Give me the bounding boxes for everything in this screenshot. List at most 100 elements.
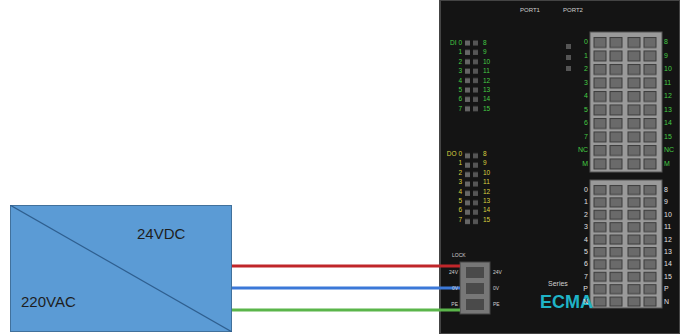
power-pin-label: PE xyxy=(451,302,458,307)
power-wire xyxy=(232,309,460,312)
output-led-label: 11 xyxy=(483,179,490,186)
terminal-number: N xyxy=(583,298,588,305)
terminal-number: NC xyxy=(664,146,674,153)
input-led-label: 5 xyxy=(458,87,462,94)
power-pin-label: 0V xyxy=(452,286,458,291)
output-led-label: 15 xyxy=(483,217,490,224)
terminal-number: 11 xyxy=(664,79,671,86)
input-led-label: 7 xyxy=(458,106,462,113)
output-led-label: 12 xyxy=(483,189,490,196)
power-pin-label: PE xyxy=(493,302,500,307)
input-led-label: 10 xyxy=(483,59,490,66)
input-led-label: 1 xyxy=(458,49,462,56)
terminal-screws xyxy=(592,36,660,171)
terminal-number: 7 xyxy=(584,133,588,140)
terminal-number: 10 xyxy=(664,65,672,72)
terminal-number: 12 xyxy=(664,92,672,99)
port-led xyxy=(566,55,571,60)
terminal-number: 3 xyxy=(584,79,588,86)
input-led-label: 8 xyxy=(483,40,487,47)
terminal-number: 13 xyxy=(664,248,672,255)
terminal-number: 7 xyxy=(584,273,588,280)
output-led-label: 6 xyxy=(458,207,462,214)
output-led-label: 1 xyxy=(458,160,462,167)
input-led-label: 2 xyxy=(458,59,462,66)
plc-housing xyxy=(440,0,680,334)
lock-label: LOCK xyxy=(452,253,466,258)
terminal-number: 0 xyxy=(584,38,588,45)
input-led-label: 14 xyxy=(483,96,490,103)
terminal-number: 5 xyxy=(584,248,588,255)
terminal-number: 14 xyxy=(664,119,672,126)
port-led xyxy=(566,66,571,71)
output-led-label: 3 xyxy=(458,179,462,186)
terminal-number: 6 xyxy=(584,119,588,126)
input-led-label: 6 xyxy=(458,96,462,103)
terminal-number: 8 xyxy=(664,38,668,45)
output-led-label: 2 xyxy=(458,170,462,177)
terminal-number: P xyxy=(664,285,669,292)
output-led-label: 10 xyxy=(483,170,490,177)
input-led-label: 11 xyxy=(483,68,490,75)
terminal-number: N xyxy=(664,298,669,305)
terminal-number: 0 xyxy=(584,186,588,193)
output-led-label: 7 xyxy=(458,217,462,224)
input-led-label: 4 xyxy=(458,78,462,85)
port-led xyxy=(566,44,571,49)
series-label: Series xyxy=(548,280,568,287)
terminal-number: 11 xyxy=(664,223,671,230)
terminal-number: 13 xyxy=(664,106,672,113)
terminal-number: 1 xyxy=(584,52,588,59)
power-pin-label: 24V xyxy=(493,270,502,275)
led-column xyxy=(464,150,480,225)
connector-pin xyxy=(466,283,484,294)
terminal-number: 9 xyxy=(664,198,668,205)
terminal-number: 8 xyxy=(664,186,668,193)
output-led-label: 4 xyxy=(458,189,462,196)
output-led-label: 5 xyxy=(458,198,462,205)
terminal-block xyxy=(590,32,662,172)
terminal-number: M xyxy=(582,160,588,167)
terminal-number: P xyxy=(583,285,588,292)
input-led-label: DI 0 xyxy=(450,40,462,47)
diagonal-divider xyxy=(10,205,232,332)
terminal-number: 4 xyxy=(584,92,588,99)
terminal-number: 2 xyxy=(584,211,588,218)
input-led-label: 3 xyxy=(458,68,462,75)
terminal-number: 2 xyxy=(584,65,588,72)
terminal-number: 15 xyxy=(664,133,672,140)
connector-pin xyxy=(466,299,484,310)
power-wire xyxy=(232,287,460,290)
terminal-number: 14 xyxy=(664,260,672,267)
terminal-number: 15 xyxy=(664,273,672,280)
terminal-number: 9 xyxy=(664,52,668,59)
terminal-number: 3 xyxy=(584,223,588,230)
output-led-label: 13 xyxy=(483,198,490,205)
input-led-label: 15 xyxy=(483,106,490,113)
power-connector xyxy=(460,262,490,314)
voltage-label: 24VDC xyxy=(137,226,185,241)
terminal-number: 12 xyxy=(664,236,672,243)
power-supply-box: 24VDC 220VAC xyxy=(10,205,232,332)
terminal-number: NC xyxy=(578,146,588,153)
input-led-label: 13 xyxy=(483,87,490,94)
terminal-screws xyxy=(592,184,660,308)
power-pin-label: 24V xyxy=(449,270,458,275)
terminal-number: 6 xyxy=(584,260,588,267)
port-label: PORT1 xyxy=(520,7,540,13)
led-column xyxy=(464,39,480,114)
output-led-label: 8 xyxy=(483,151,487,158)
terminal-number: 1 xyxy=(584,198,588,205)
terminal-block xyxy=(590,180,662,308)
terminal-number: 4 xyxy=(584,236,588,243)
connector-pin xyxy=(466,267,484,278)
output-led-label: 14 xyxy=(483,207,490,214)
power-wire xyxy=(232,265,460,268)
output-led-label: 9 xyxy=(483,160,487,167)
input-led-label: 9 xyxy=(483,49,487,56)
port-label: PORT2 xyxy=(563,7,583,13)
output-led-label: DO 0 xyxy=(447,151,462,158)
voltage-label: 220VAC xyxy=(21,294,76,309)
power-pin-label: 0V xyxy=(493,286,499,291)
terminal-number: 10 xyxy=(664,211,672,218)
